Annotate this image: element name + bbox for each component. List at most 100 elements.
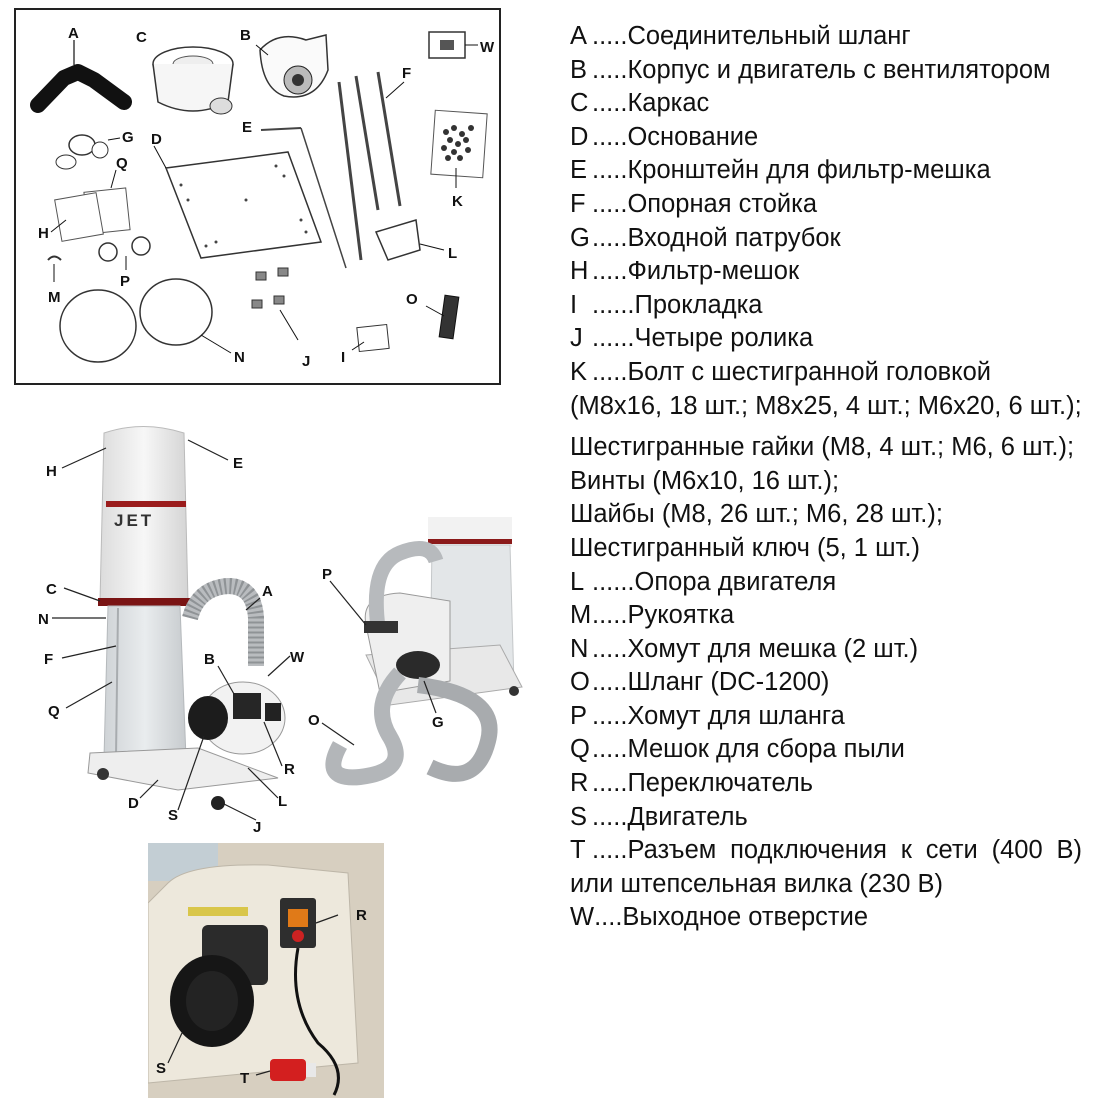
assembled-label-q: Q [48,703,60,720]
legend-dots: ..... [592,55,628,84]
parts-label-n: N [234,349,245,366]
legend-dots: ..... [592,634,628,663]
assembled-label-b: B [204,651,215,668]
parts-diagram-drawing: A B C D E F G H I J K L M N O P Q W [30,25,495,370]
assembled-label-a: A [262,583,273,600]
legend-letter: J [570,324,583,353]
legend-dots: ..... [592,735,628,764]
legend-letter: I [570,290,578,319]
assembled-label-h: H [46,463,57,480]
legend-hardware-line: Шестигранные гайки (M8, 4 шт.; M6, 6 шт.… [570,433,1075,462]
legend-text: Выходное отверстие [622,903,869,932]
legend-text: Основание [627,122,759,151]
assembled-label-r: R [284,761,295,778]
closeup-label-r: R [356,907,367,924]
assembled-label-w: W [290,649,305,666]
legend-dots: ..... [592,357,628,386]
legend-dots: ..... [592,223,628,252]
legend-letter: T [570,836,586,865]
legend-letter: A [570,22,588,50]
legend-text: Болт с шестигранной головкой (M8x16, 18 … [570,357,1082,420]
legend-letter: N [570,634,589,663]
parts-label-c: C [136,29,147,46]
legend-text: Каркас [627,89,710,118]
legend-dots: ..... [592,122,628,151]
legend-letter: O [570,668,590,697]
legend-item: L......Опора двигателя [570,566,1082,600]
legend-item: P.....Хомут для шланга [570,700,1082,734]
parts-label-g: G [122,129,134,146]
legend-item: G.....Входной патрубок [570,222,1082,256]
assembled-label-e: E [233,455,243,472]
rear-label-p: P [322,566,332,583]
legend-text: Хомут для мешка (2 шт.) [627,634,919,663]
legend-text: Мешок для сбора пыли [627,735,905,764]
assembled-label-c: C [46,581,57,598]
assembled-label-f: F [44,651,53,668]
motor-closeup-drawing: R S T [148,843,384,1098]
legend-text: Двигатель [627,802,748,831]
motor-closeup-photo: R S T [148,843,384,1098]
legend-hardware-line: Шайбы (M8, 26 шт.; M6, 28 шт.); [570,500,943,529]
legend-letter: H [570,257,589,286]
legend-item: C.....Каркас [570,87,1082,121]
legend-letter: E [570,156,588,185]
legend-letter: B [570,55,588,84]
legend-hardware-line: Винты (M6x10, 16 шт.); [570,466,840,495]
assembled-label-d: D [128,795,139,812]
parts-label-p: P [120,273,130,290]
legend-item: K.....Болт с шестигранной головкой (M8x1… [570,356,1082,423]
parts-label-d: D [151,131,162,148]
legend-dots: ..... [592,802,628,831]
legend-item: W....Выходное отверстие [570,901,1082,935]
legend-item: S.....Двигатель [570,801,1082,835]
legend-text: Рукоятка [627,601,735,630]
rear-view-drawing: P O G [308,517,523,786]
legend-text: Входной патрубок [627,223,841,252]
rear-label-o: O [308,712,320,729]
parts-label-h: H [38,225,49,242]
legend-letter: F [570,189,586,218]
legend-item: N.....Хомут для мешка (2 шт.) [570,633,1082,667]
legend-text: Разъем подключения к сети (400 В) или шт… [570,836,1082,898]
legend-item: J......Четыре ролика [570,322,1082,356]
legend-item: M.....Рукоятка [570,599,1082,633]
assembled-label-l: L [278,793,287,810]
legend-dots: ..... [592,89,628,118]
legend-item: A.....Соединительный шланг [570,20,1082,54]
legend-letter: P [570,701,588,730]
legend-letter: W [570,903,595,932]
parts-label-j: J [302,353,310,370]
legend-letter: C [570,89,589,118]
assembled-label-s: S [168,807,178,824]
legend-dots: ..... [592,257,628,286]
parts-diagram: A B C D E F G H I J K L M N O P Q W [14,8,501,385]
legend-dots: ..... [592,769,628,798]
closeup-label-t: T [240,1070,249,1087]
legend-text: Шланг (DC-1200) [627,668,830,697]
rear-view-illustration: P O G [300,505,530,810]
legend-item: Q.....Мешок для сбора пыли [570,733,1082,767]
parts-label-f: F [402,65,411,82]
legend-dots: ...... [592,324,635,353]
assembled-unit-drawing: JET [38,426,305,836]
legend-text: Прокладка [634,290,763,319]
assembled-label-j: J [253,819,261,836]
legend-cutoff-row [570,935,1082,949]
legend-dots: ..... [592,836,628,865]
legend-letter: K [570,357,588,386]
parts-label-w: W [480,39,495,56]
legend-text: Соединительный шланг [627,22,911,50]
legend-item: B.....Корпус и двигатель с вентилятором [570,54,1082,88]
legend-text: Кронштейн для фильтр-мешка [627,156,991,185]
parts-label-m: M [48,289,61,306]
legend-dots: ..... [592,701,628,730]
legend-item: E.....Кронштейн для фильтр-мешка [570,154,1082,188]
legend-text: Корпус и двигатель с вентилятором [627,55,1051,84]
legend-item: H.....Фильтр-мешок [570,255,1082,289]
parts-label-q: Q [116,155,128,172]
legend-text: Опора двигателя [634,567,837,596]
legend-text: Фильтр-мешок [627,257,800,286]
legend-letter: R [570,769,589,798]
